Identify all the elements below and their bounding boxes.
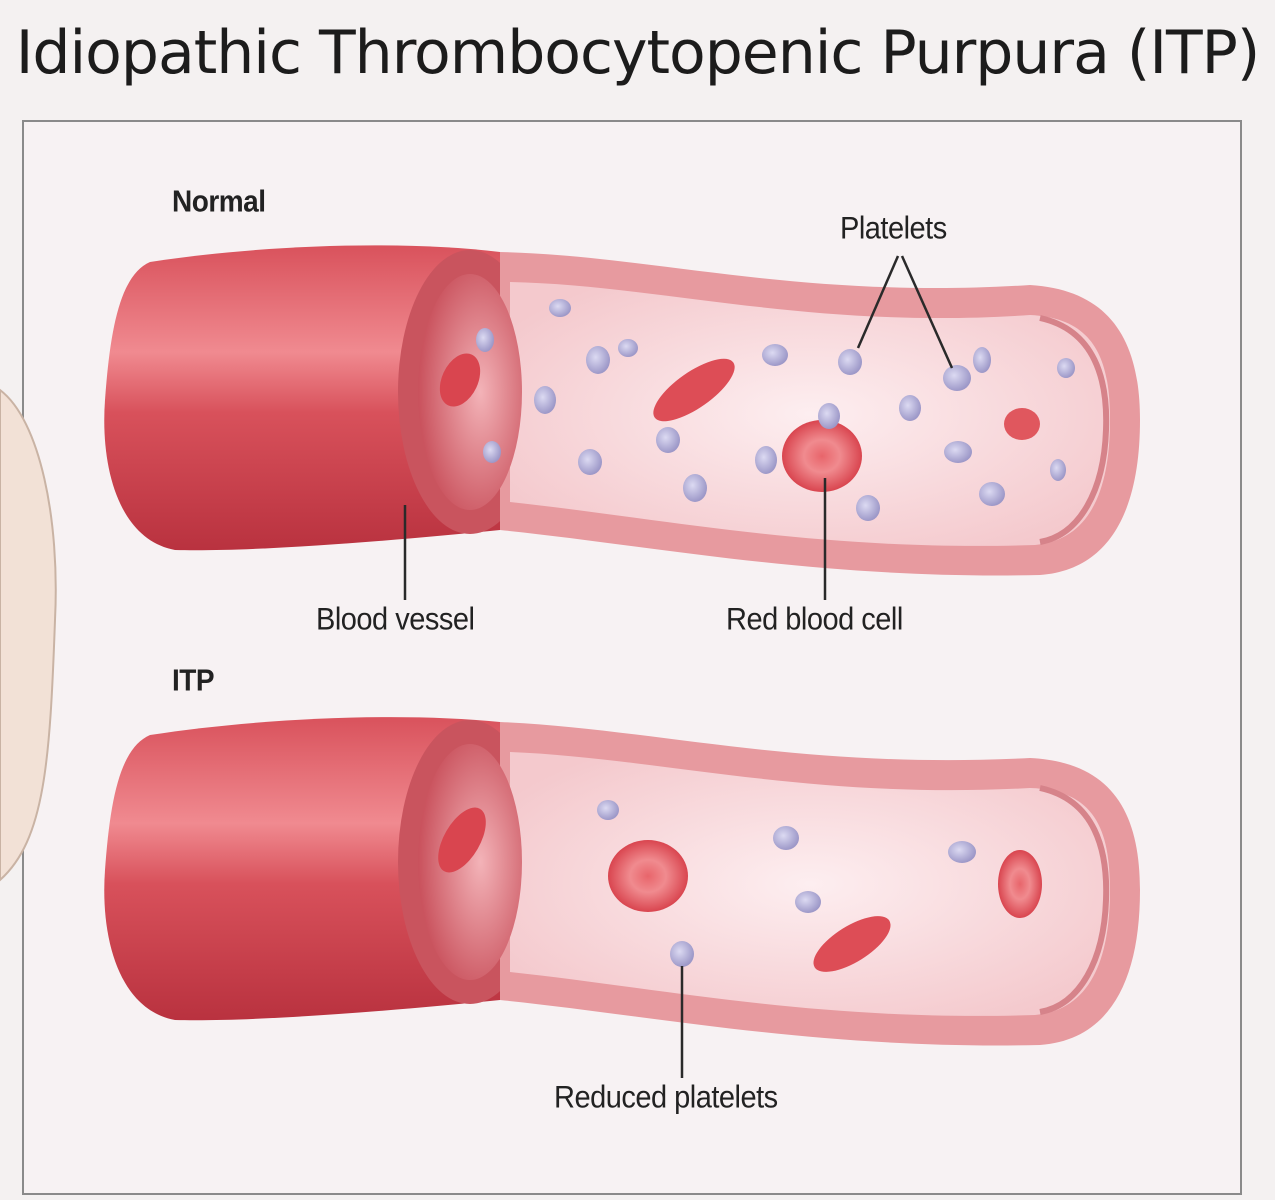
platelet — [578, 449, 602, 475]
hand-edge-decoration — [0, 388, 57, 882]
platelet-group — [597, 800, 976, 967]
platelet — [773, 826, 799, 850]
red-blood-cell — [998, 850, 1042, 918]
label-reduced-platelets: Reduced platelets — [554, 1080, 778, 1116]
platelets-leader-line-2 — [900, 255, 954, 369]
platelet — [979, 482, 1005, 506]
vessel-outer-wall — [104, 245, 501, 551]
platelet — [818, 403, 840, 429]
platelet — [973, 347, 991, 373]
red-blood-cell — [438, 807, 486, 873]
red-blood-cell — [813, 916, 891, 972]
vessel-lumen — [510, 282, 1110, 546]
platelet — [762, 344, 788, 366]
platelet — [1050, 459, 1066, 481]
platelet — [948, 841, 976, 863]
vessel-itp — [104, 717, 1140, 1046]
vessel-normal — [104, 245, 1140, 576]
platelet — [795, 891, 821, 913]
platelet — [838, 349, 862, 375]
platelet — [483, 441, 501, 463]
vessel-outer-wall — [104, 717, 501, 1021]
platelet-group — [476, 299, 1075, 521]
platelet — [899, 395, 921, 421]
vessel-inner-cup — [418, 744, 522, 980]
platelet — [534, 386, 556, 414]
platelet — [856, 495, 880, 521]
label-red-blood-cell: Red blood cell — [726, 602, 903, 638]
red-blood-cell — [782, 420, 862, 492]
platelet — [755, 446, 777, 474]
platelet — [476, 328, 494, 352]
red-blood-cell — [653, 358, 735, 422]
label-blood-vessel: Blood vessel — [316, 602, 475, 638]
platelet — [597, 800, 619, 820]
red-blood-cell — [608, 840, 688, 912]
section-label-itp: ITP — [172, 663, 215, 698]
label-platelets: Platelets — [840, 211, 947, 247]
platelet — [943, 365, 971, 391]
vessel-lumen — [510, 752, 1110, 1016]
red-blood-cell — [439, 353, 481, 407]
platelet — [656, 427, 680, 453]
platelet — [586, 346, 610, 374]
leader-lines — [403, 255, 954, 1078]
platelet — [944, 441, 972, 463]
platelet — [670, 941, 694, 967]
red-blood-cell — [1004, 408, 1040, 440]
platelets-leader-line-1 — [856, 255, 900, 349]
platelet — [549, 299, 571, 317]
section-label-normal: Normal — [172, 184, 266, 219]
diagram-title: Idiopathic Thrombocytopenic Purpura (ITP… — [15, 18, 1261, 88]
platelet — [683, 474, 707, 502]
platelet — [618, 339, 638, 357]
platelet — [1057, 358, 1075, 378]
